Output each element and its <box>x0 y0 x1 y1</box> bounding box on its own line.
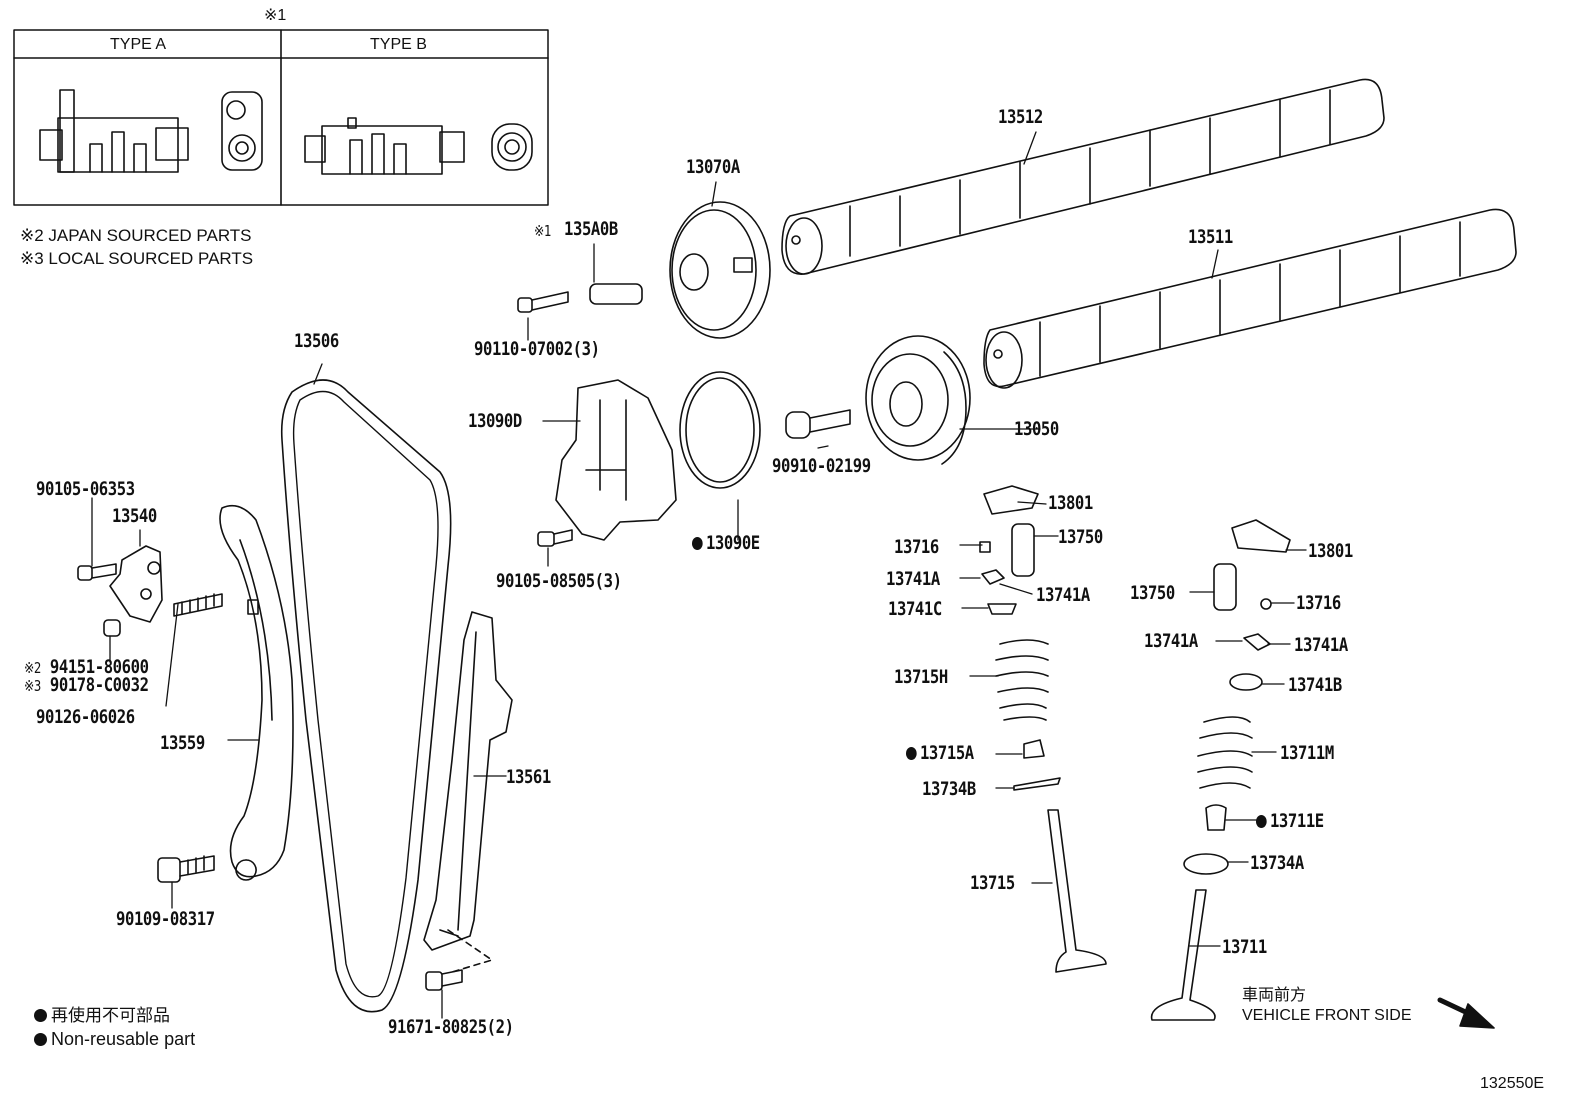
local-sourced-note: ※3 LOCAL SOURCED PARTS <box>20 249 254 268</box>
part-label-90910-02199[interactable]: 90910-02199 <box>772 455 871 477</box>
part-label-13741A-b[interactable]: 13741A <box>1036 584 1090 606</box>
non-reusable-dot-icon <box>34 1009 47 1022</box>
bolt-90105-08505-icon <box>537 529 573 547</box>
part-label-13506[interactable]: 13506 <box>294 330 339 352</box>
chain-tensioner-icon <box>109 545 163 623</box>
type-a-oil-control-valve-icon <box>39 89 263 173</box>
part-label-13090E-text: 13090E <box>705 532 760 554</box>
part-label-13716-a[interactable]: 13716 <box>894 536 939 558</box>
gasket-inner <box>685 377 755 483</box>
chain-guide-detail <box>439 631 477 937</box>
part-label-135A0B[interactable]: 135A0B <box>564 218 618 240</box>
part-label-13716-b[interactable]: 13716 <box>1296 592 1341 614</box>
figure-id: 132550E <box>1480 1075 1545 1092</box>
part-label-13559[interactable]: 13559 <box>160 732 205 754</box>
type-legend-box <box>13 29 549 206</box>
ref-mark-3: ※3 <box>24 677 41 695</box>
legend-ref-mark: ※1 <box>264 7 287 24</box>
leader-lines <box>91 131 1307 1019</box>
non-reusable-dot-icon <box>906 747 917 760</box>
dashed-leader <box>447 929 493 973</box>
tensioner-arm-detail <box>235 539 273 881</box>
bolt-90910-icon <box>785 409 851 439</box>
part-label-13561[interactable]: 13561 <box>506 766 551 788</box>
part-label-90126-06026[interactable]: 90126-06026 <box>36 706 135 728</box>
legend-jp-text: 再使用不可部品 <box>51 1006 170 1025</box>
valve-train-intake-icons <box>979 485 1107 973</box>
part-label-13711E[interactable]: 13711E <box>1256 810 1324 832</box>
non-reusable-dot-icon <box>1256 815 1267 828</box>
stud-90126-icon <box>173 593 223 617</box>
legend-en-text: Non-reusable part <box>51 1029 196 1049</box>
part-label-13741A-a[interactable]: 13741A <box>886 568 940 590</box>
type-b-oil-control-valve-icon <box>304 117 533 175</box>
non-reusable-dot-icon <box>34 1033 47 1046</box>
part-label-13715[interactable]: 13715 <box>970 872 1015 894</box>
timing-chain-inner <box>292 390 439 998</box>
part-label-13711M[interactable]: 13711M <box>1280 742 1334 764</box>
part-label-135A0B-mark: ※1 <box>534 219 551 242</box>
non-reusable-dot-icon <box>692 537 703 550</box>
part-label-90110-07002[interactable]: 90110-07002(3) <box>474 338 600 360</box>
part-label-13741C[interactable]: 13741C <box>888 598 942 620</box>
part-label-13540[interactable]: 13540 <box>112 505 157 527</box>
bolt-91671-icon <box>425 969 463 991</box>
part-label-13511[interactable]: 13511 <box>1188 226 1233 248</box>
part-label-94151-text: 94151-80600 <box>49 656 149 678</box>
part-label-13715H[interactable]: 13715H <box>894 666 948 688</box>
oil-control-valve-135A0B-icon <box>589 283 643 305</box>
part-label-13734A[interactable]: 13734A <box>1250 852 1304 874</box>
camshaft-13511-icon <box>983 208 1517 389</box>
japan-sourced-note: ※2 JAPAN SOURCED PARTS <box>20 226 252 245</box>
part-label-13512[interactable]: 13512 <box>998 106 1043 128</box>
part-label-13715A[interactable]: 13715A <box>906 742 974 764</box>
part-label-13711E-text: 13711E <box>1269 810 1324 832</box>
part-label-13711[interactable]: 13711 <box>1222 936 1267 958</box>
part-label-90178-C0032[interactable]: ※3 90178-C0032 <box>24 674 149 697</box>
nut-94151-icon <box>103 619 121 637</box>
vehicle-front-en: VEHICLE FRONT SIDE <box>1242 1007 1412 1024</box>
part-label-13734B[interactable]: 13734B <box>922 778 976 800</box>
bolt-90105-06353-icon <box>77 563 117 581</box>
part-label-90105-06353[interactable]: 90105-06353 <box>36 478 135 500</box>
non-reusable-legend-en: Non-reusable part <box>34 1029 195 1049</box>
type-b-label: TYPE B <box>370 36 427 53</box>
cam-sprocket-13070A-icon <box>669 201 771 339</box>
type-a-label: TYPE A <box>110 36 167 53</box>
part-label-13801-b[interactable]: 13801 <box>1308 540 1353 562</box>
vehicle-front-jp: 車両前方 <box>1242 987 1307 1004</box>
timing-cover-13090D-icon <box>555 379 677 541</box>
ref-mark-2: ※2 <box>24 659 41 677</box>
timing-chain <box>280 379 452 1013</box>
part-label-13715A-text: 13715A <box>919 742 974 764</box>
gasket-13090E-icon <box>679 371 761 489</box>
chain-tensioner-arm <box>219 504 294 878</box>
part-label-90109-08317[interactable]: 90109-08317 <box>116 908 215 930</box>
ref-mark-1: ※1 <box>534 222 551 240</box>
non-reusable-legend-jp: 再使用不可部品 <box>34 1006 170 1026</box>
chain-guide <box>423 611 513 951</box>
bolt-90110-icon <box>517 291 569 313</box>
cover-detail <box>585 399 627 501</box>
vvt-gear-13050-icon <box>865 335 971 465</box>
part-label-13741A-c[interactable]: 13741A <box>1144 630 1198 652</box>
part-label-13741A-d[interactable]: 13741A <box>1294 634 1348 656</box>
part-label-13750-a[interactable]: 13750 <box>1058 526 1103 548</box>
part-label-13090E[interactable]: 13090E <box>692 532 760 554</box>
bolt-90109-icon <box>157 855 215 883</box>
part-label-13741B[interactable]: 13741B <box>1288 674 1342 696</box>
part-label-13801-a[interactable]: 13801 <box>1048 492 1093 514</box>
part-label-13050[interactable]: 13050 <box>1014 418 1059 440</box>
part-label-13750-b[interactable]: 13750 <box>1130 582 1175 604</box>
part-label-90178-text: 90178-C0032 <box>49 674 149 696</box>
part-label-90105-08505[interactable]: 90105-08505(3) <box>496 570 622 592</box>
part-label-94151-80600[interactable]: ※2 94151-80600 <box>24 656 149 679</box>
valve-train-exhaust-icons <box>1150 519 1291 1021</box>
camshaft-13512-icon <box>781 78 1385 275</box>
part-label-91671-80825[interactable]: 91671-80825(2) <box>388 1016 514 1038</box>
part-label-13070A[interactable]: 13070A <box>686 156 740 178</box>
part-label-13090D[interactable]: 13090D <box>468 410 522 432</box>
vehicle-front-arrow-icon <box>1437 997 1495 1029</box>
